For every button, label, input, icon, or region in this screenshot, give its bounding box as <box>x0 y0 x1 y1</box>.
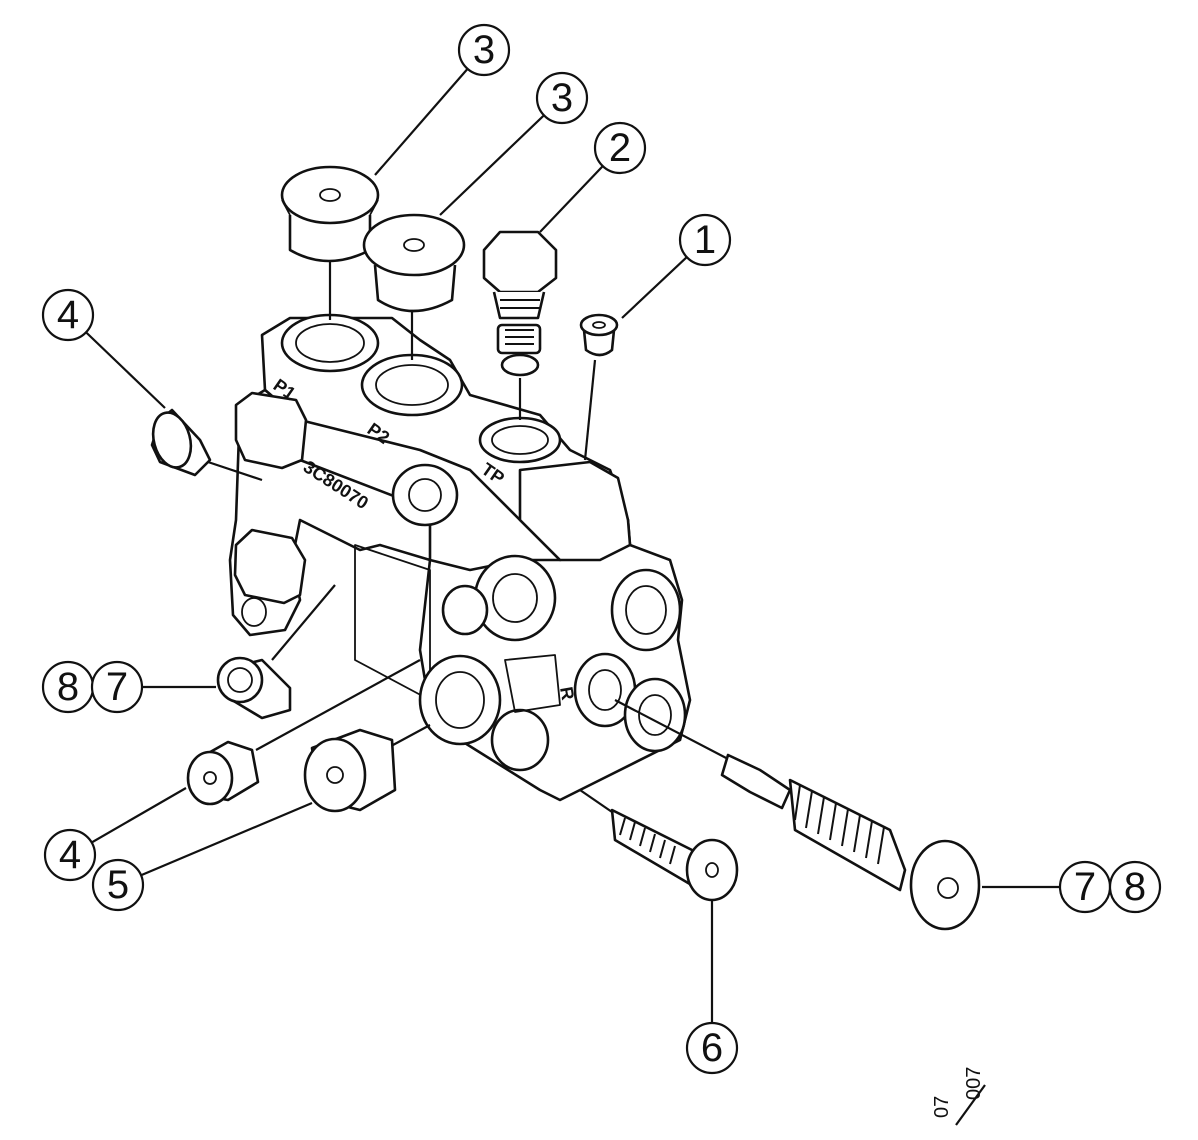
callout-label: 1 <box>694 218 716 262</box>
callout-8-right: 8 <box>1108 860 1162 914</box>
plug-part-4b <box>186 740 260 806</box>
callout-5: 5 <box>91 858 145 912</box>
callout-leaders <box>67 49 1062 1048</box>
callout-label: 5 <box>107 863 129 907</box>
callout-label: 7 <box>1074 865 1096 909</box>
callout-7-left: 7 <box>90 660 144 714</box>
callout-label: 3 <box>551 76 573 120</box>
valve-body: P1 P2 TP R 3C80070 <box>228 313 692 802</box>
callout-4-lower: 4 <box>43 828 97 882</box>
port-label-r: R <box>556 685 578 701</box>
callout-7-right: 7 <box>1058 860 1112 914</box>
callout-1: 1 <box>678 213 732 267</box>
screw-part-6 <box>610 808 739 902</box>
callout-6: 6 <box>685 1021 739 1075</box>
callout-label: 8 <box>1124 865 1146 909</box>
plug-part-3a <box>280 165 380 263</box>
drawing-reference: 07 007 <box>931 1067 986 1126</box>
fitting-part-7a <box>216 656 292 720</box>
relief-plug-part-2 <box>482 230 558 377</box>
spring-cartridge-part-7b <box>614 699 981 931</box>
drawing-ref-top: 07 <box>931 1096 953 1118</box>
drawing-ref-bottom: 007 <box>963 1067 985 1100</box>
callout-8-left: 8 <box>41 660 95 714</box>
callout-label: 4 <box>59 833 81 877</box>
small-plug-part-1 <box>579 313 619 357</box>
callout-label: 2 <box>609 126 631 170</box>
callout-2: 2 <box>593 121 647 175</box>
callout-label: 6 <box>701 1026 723 1070</box>
plug-part-4a <box>150 408 212 477</box>
plug-part-5 <box>303 728 397 813</box>
callout-3-top: 3 <box>457 23 511 77</box>
callout-label: 3 <box>473 28 495 72</box>
callout-label: 7 <box>106 665 128 709</box>
callout-4-left: 4 <box>41 288 95 342</box>
callout-label: 8 <box>57 665 79 709</box>
callout-label: 4 <box>57 293 79 337</box>
plug-part-3b <box>362 213 466 313</box>
callout-3-middle: 3 <box>535 71 589 125</box>
